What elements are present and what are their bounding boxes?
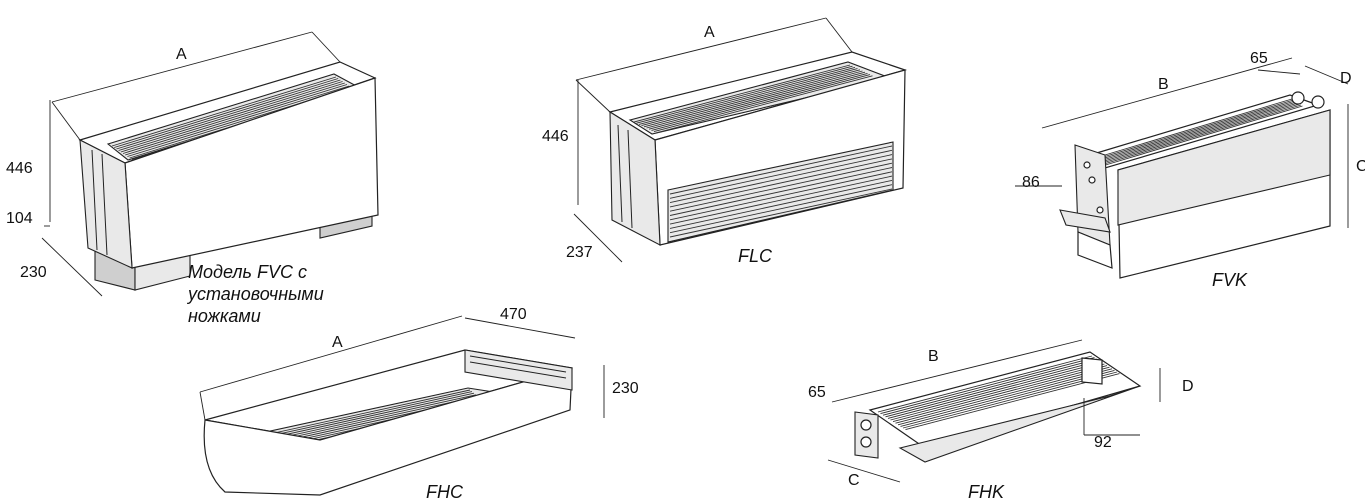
grille-fin — [1094, 98, 1293, 159]
flc-dim-a: A — [704, 24, 715, 41]
grille-fin — [1097, 100, 1296, 161]
fhk-dim-c: C — [848, 472, 860, 489]
grille-fin — [638, 66, 856, 125]
grille-fin — [880, 357, 1095, 415]
fvc-caption-line-1: Модель FVC с — [188, 262, 307, 282]
grille-fin — [653, 74, 871, 133]
grille-fin — [892, 365, 1108, 423]
grille-fin — [669, 154, 893, 204]
fvk-dim-86: 86 — [1022, 174, 1040, 191]
grille-fin — [877, 355, 1093, 413]
grille-fin — [656, 75, 873, 134]
grille-fin — [116, 79, 341, 150]
fvk-unit-drawing — [1015, 57, 1349, 279]
fvc-dim-a: A — [176, 46, 187, 63]
grille-fin — [897, 368, 1113, 426]
grille-fin — [669, 184, 893, 234]
grille-fin — [633, 64, 851, 123]
fhc-model-label: FHC — [426, 482, 463, 502]
fvc-unit-drawing — [41, 31, 379, 297]
grille-fin — [900, 369, 1115, 427]
fhk-unit-drawing — [827, 339, 1161, 483]
fvk-model-label: FVK — [1212, 270, 1248, 290]
fhk-dim-65: 65 — [808, 384, 826, 401]
grille-fin — [641, 68, 858, 127]
grille-fin — [1100, 102, 1299, 163]
flc-unit-drawing — [573, 17, 908, 263]
grille-fin — [882, 358, 1098, 416]
fhc-unit-drawing — [199, 315, 605, 496]
grille-fin — [125, 85, 350, 156]
flc-dim-depth: 237 — [566, 244, 593, 261]
grille-fin — [1105, 105, 1303, 166]
grille-fin — [636, 65, 853, 124]
grille-fin — [1103, 104, 1302, 165]
grille-fin — [669, 149, 893, 199]
fhk-dim-92: 92 — [1094, 434, 1112, 451]
fhc-dim-a: A — [332, 334, 343, 351]
grille-fin — [669, 175, 893, 225]
grille-fin — [111, 76, 337, 147]
grille-fin — [648, 71, 866, 130]
grille-fin — [669, 162, 893, 212]
grille-fin — [646, 70, 863, 129]
grille-fin — [887, 361, 1103, 419]
grille-fin — [651, 72, 868, 131]
fvk-dim-b: B — [1158, 76, 1169, 93]
grille-fin — [1099, 101, 1297, 162]
grille-fin — [669, 179, 893, 229]
fhc-dim-height: 230 — [612, 380, 639, 397]
grille-fin — [890, 363, 1105, 421]
grille-fin — [122, 84, 348, 154]
fvk-dim-65: 65 — [1250, 50, 1268, 67]
fvk-dim-c: C — [1356, 158, 1365, 175]
grille-fin — [902, 371, 1118, 429]
grille-fin — [1096, 99, 1294, 160]
fvc-caption-line-2: установочными — [188, 284, 324, 304]
fvc-caption-line-3: ножками — [188, 306, 261, 326]
flc-dim-height: 446 — [542, 128, 569, 145]
grille-fin — [120, 82, 345, 153]
fvc-dim-feet: 104 — [6, 210, 33, 227]
grille-fin — [669, 167, 893, 216]
fvk-dim-d: D — [1340, 70, 1352, 87]
fhk-model-label: FHK — [968, 482, 1004, 502]
grille-fin — [114, 78, 339, 148]
grille-fin — [905, 373, 1120, 431]
fvc-dim-height: 446 — [6, 160, 33, 177]
grille-fin — [118, 81, 343, 151]
fhc-dim-depth: 470 — [500, 306, 527, 323]
grille-fin — [643, 69, 861, 128]
fvc-dim-depth: 230 — [20, 264, 47, 281]
fhk-dim-d: D — [1182, 378, 1194, 395]
grille-fin — [669, 145, 893, 195]
flc-model-label: FLC — [738, 246, 773, 266]
grille-fin — [669, 158, 893, 208]
grille-fin — [895, 366, 1110, 424]
grille-fin — [669, 171, 893, 221]
grille-fin — [885, 360, 1100, 418]
grille-fin — [669, 188, 893, 238]
fhk-dim-b: B — [928, 348, 939, 365]
grille-fin — [1102, 103, 1300, 164]
